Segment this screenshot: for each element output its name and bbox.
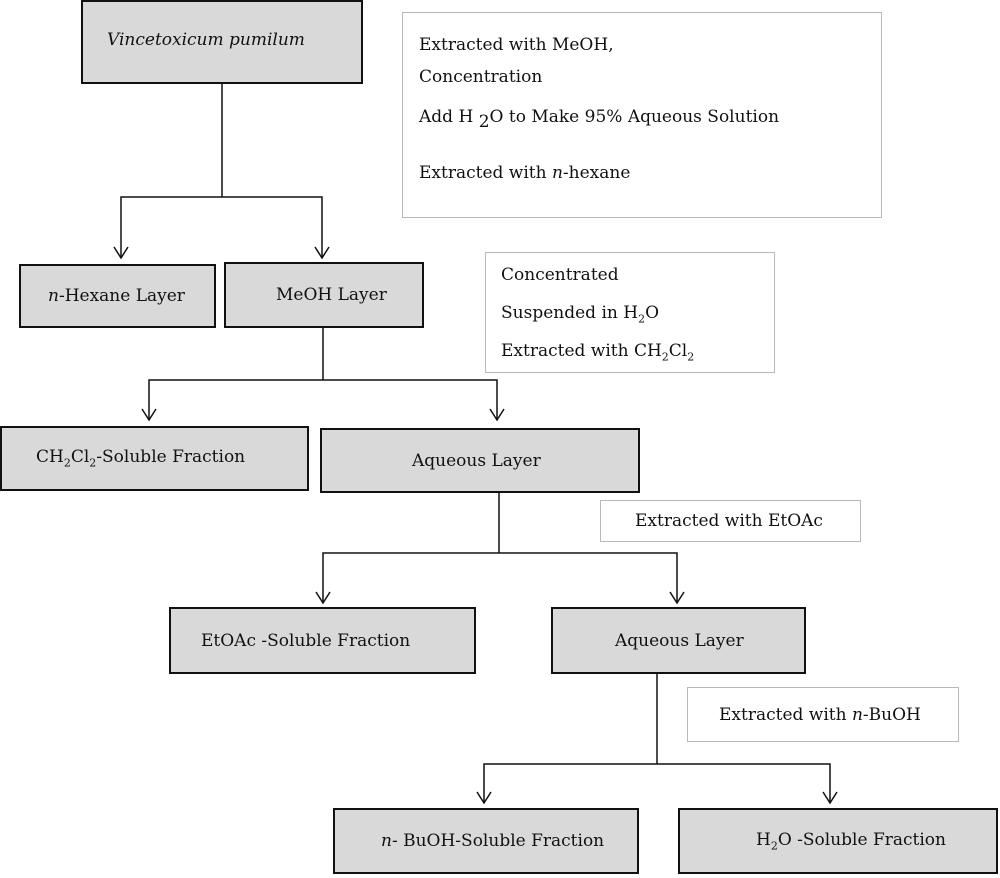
note-step1-line1: Extracted with MeOH,	[419, 35, 614, 55]
node-etoac-fraction: EtOAc -Soluble Fraction	[169, 607, 476, 674]
note-step1-line4: Extracted with n-hexane	[419, 163, 631, 183]
node-water-fraction: H2O -Soluble Fraction	[678, 808, 998, 874]
node-hexane-layer-label: n-Hexane Layer	[48, 286, 185, 306]
node-meoh-layer-label: MeOH Layer	[276, 285, 387, 305]
arrowhead	[314, 246, 330, 260]
note-step3-text: Extracted with EtOAc	[635, 511, 823, 531]
node-hexane-layer: n-Hexane Layer	[19, 264, 216, 328]
node-etoac-fraction-label: EtOAc -Soluble Fraction	[201, 630, 411, 651]
arrowhead	[315, 591, 331, 605]
note-step3: Extracted with EtOAc	[600, 500, 861, 542]
arrowhead	[669, 591, 685, 605]
note-step4-text: Extracted with n-BuOH	[719, 704, 921, 725]
note-step2-line3: Extracted with CH2Cl2	[501, 341, 695, 364]
node-water-fraction-label: H2O -Soluble Fraction	[756, 829, 946, 853]
note-step2: Concentrated Suspended in H2O Extracted …	[485, 252, 775, 373]
connector-aqueous-1	[322, 493, 678, 603]
arrowhead	[822, 791, 838, 805]
note-step2-line1: Concentrated	[501, 265, 619, 285]
note-step2-line2: Suspended in H2O	[501, 303, 659, 326]
node-buoh-fraction: n- BuOH-Soluble Fraction	[333, 808, 639, 874]
node-ch2cl2-fraction: CH2Cl2-Soluble Fraction	[0, 426, 309, 491]
arrowhead	[489, 408, 505, 422]
node-meoh-layer: MeOH Layer	[224, 262, 424, 328]
note-step4: Extracted with n-BuOH	[687, 687, 959, 742]
node-buoh-fraction-label: n- BuOH-Soluble Fraction	[381, 831, 605, 851]
note-step1-line2: Concentration	[419, 67, 543, 87]
node-aqueous-layer-2-label: Aqueous Layer	[615, 630, 744, 651]
arrowhead	[113, 246, 129, 260]
node-aqueous-layer-1-label: Aqueous Layer	[412, 450, 541, 471]
note-step1: Extracted with MeOH, Concentration Add H…	[402, 12, 882, 218]
connector-meoh	[148, 328, 498, 420]
arrowhead	[476, 791, 492, 805]
node-ch2cl2-fraction-label: CH2Cl2-Soluble Fraction	[36, 447, 246, 470]
connector-aqueous-2	[483, 674, 831, 803]
node-plant: Vincetoxicum pumilum	[81, 0, 363, 84]
arrowhead	[141, 408, 157, 422]
node-aqueous-layer-1: Aqueous Layer	[320, 428, 640, 493]
node-aqueous-layer-2: Aqueous Layer	[551, 607, 806, 674]
connector-plant	[120, 84, 323, 258]
note-step1-line3: Add H 2O to Make 95% Aqueous Solution	[419, 107, 780, 132]
node-plant-label: Vincetoxicum pumilum	[107, 30, 305, 50]
